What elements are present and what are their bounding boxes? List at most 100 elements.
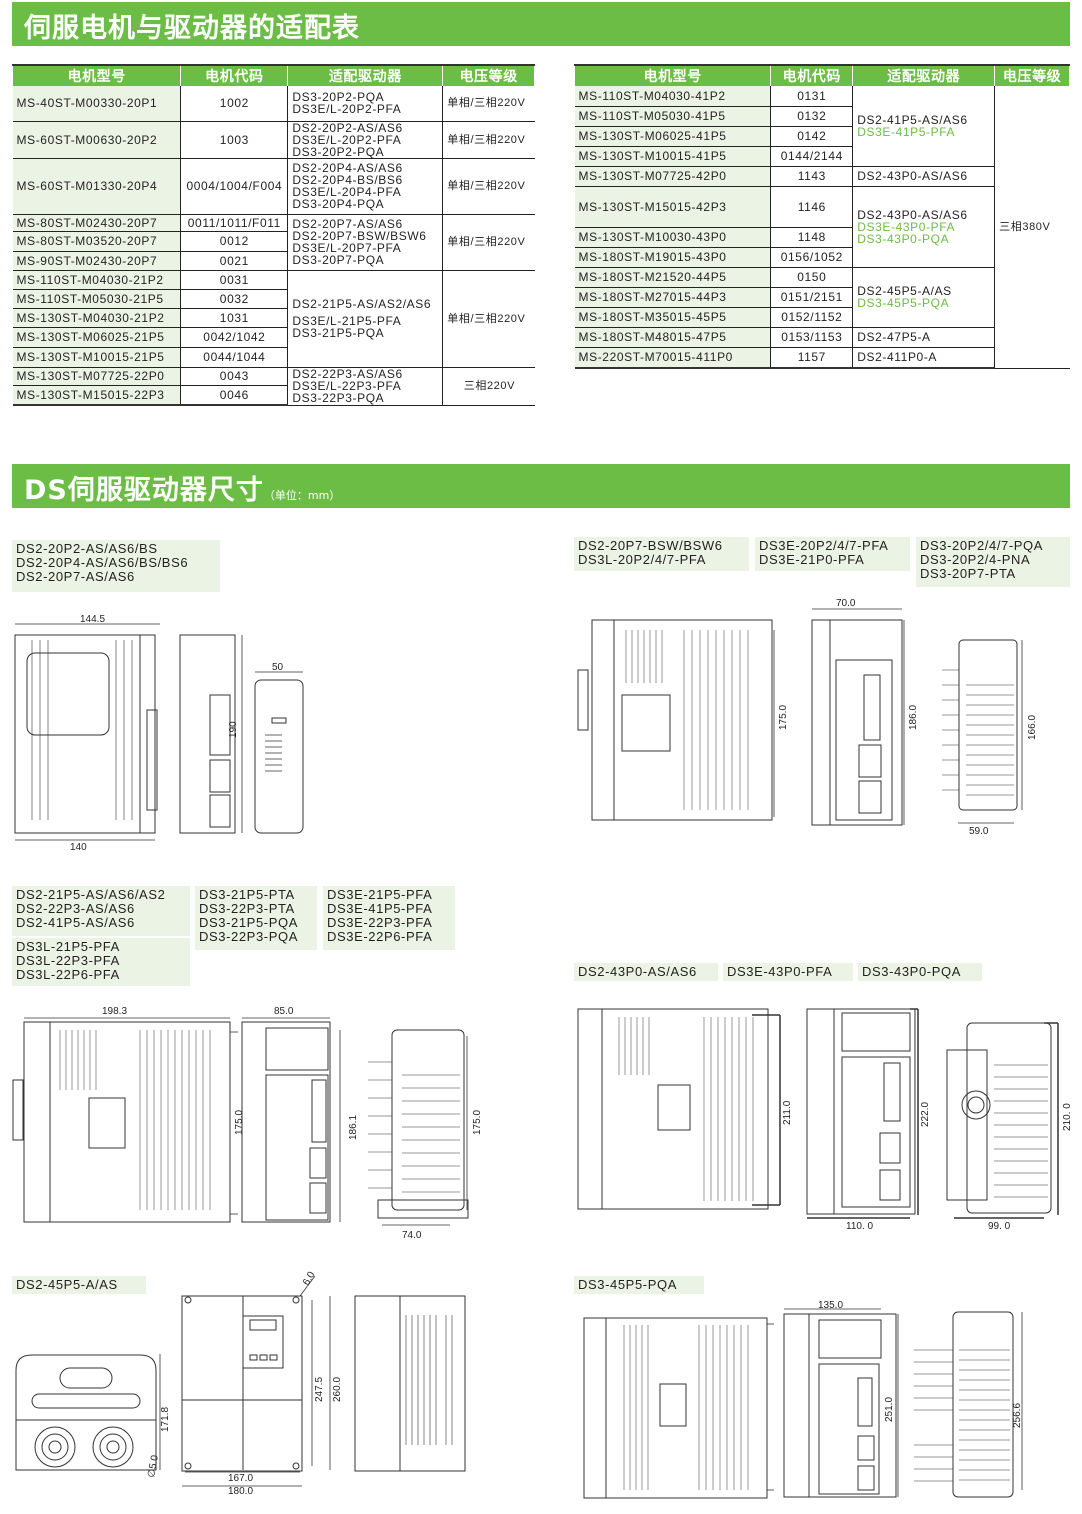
motor-model: MS-80ST-M02430-20P7 <box>12 214 182 232</box>
dim-front-width: 135.0 <box>818 1300 843 1311</box>
table-row: MS-130ST-M15015-22P3 0046 <box>12 385 535 406</box>
dim-front-width: 70.0 <box>836 598 856 609</box>
header-motor-code: 电机代码 <box>180 65 289 86</box>
model-label-group4c: DS3-43P0-PQA <box>858 963 982 981</box>
motor-model: MS-90ST-M02430-20P7 <box>12 251 182 271</box>
motor-code: 0012 <box>180 231 289 252</box>
motor-model: MS-130ST-M04030-21P2 <box>12 308 182 328</box>
dim-front-width: 110. 0 <box>846 1221 873 1232</box>
motor-model: MS-130ST-M10030-43P0 <box>574 227 772 248</box>
table-row: MS-80ST-M02430-20P7 0011/1011/F011 DS2-2… <box>12 214 535 271</box>
dim-rear-width: 99. 0 <box>988 1221 1011 1232</box>
motor-model: MS-110ST-M04030-21P2 <box>12 270 182 290</box>
table-row: MS-220ST-M70015-411P0 1157 DS2-411P0-A <box>574 347 1070 369</box>
dim-side-width: 198.3 <box>102 1006 127 1017</box>
dim-rear-height: 175.0 <box>472 1110 483 1135</box>
motor-model: MS-180ST-M35015-45P5 <box>574 307 772 328</box>
dim-hole: ∅5.0 <box>146 1454 161 1479</box>
model-label-group4b: DS3E-43P0-PFA <box>723 963 853 981</box>
table-row: MS-180ST-M27015-44P3 0151/2151 <box>574 287 1070 308</box>
motor-code: 0031 <box>180 270 289 290</box>
section-title-dimensions: DS伺服驱动器尺寸（单位：mm） <box>12 464 1070 508</box>
voltage: 三相380V <box>994 86 1070 369</box>
voltage: 单相/三相220V <box>442 86 535 122</box>
table-row: MS-130ST-M10015-21P5 0044/1044 <box>12 347 535 368</box>
section-title-compat: 伺服电机与驱动器的适配表 <box>12 2 1070 46</box>
motor-code: 0150 <box>770 267 854 288</box>
dim-side-height: 211.0 <box>782 1100 793 1125</box>
table-row: MS-130ST-M06025-21P5 0042/1042 <box>12 327 535 348</box>
motor-code: 1146 <box>770 186 854 228</box>
dim-top-width: 144.5 <box>80 614 105 625</box>
motor-code: 0046 <box>180 385 289 406</box>
table-row: MS-80ST-M03520-20P7 0012 <box>12 231 535 252</box>
motor-model: MS-180ST-M27015-44P3 <box>574 287 772 308</box>
motor-code: 0131 <box>770 86 854 107</box>
dim-front-height: 186.1 <box>348 1115 359 1140</box>
dimension-drawing-group4: 211.0 222.0 110. 0 210. 0 99. 0 <box>577 1008 1073 1232</box>
motor-code: 0132 <box>770 106 854 127</box>
motor-model: MS-130ST-M15015-42P3 <box>574 186 772 228</box>
motor-model: MS-60ST-M00630-20P2 <box>12 121 182 159</box>
model-label-group5: DS2-45P5-A/AS <box>12 1276 146 1294</box>
motor-model: MS-130ST-M15015-22P3 <box>12 385 182 406</box>
motor-code: 0142 <box>770 126 854 147</box>
motor-code: 1003 <box>180 121 289 159</box>
motor-code: 1143 <box>770 166 854 187</box>
motor-code: 1157 <box>770 347 854 369</box>
dim-front-height: 251.0 <box>884 1397 895 1422</box>
motor-model: MS-40ST-M00330-20P1 <box>12 86 182 122</box>
dim-corner: 6.0 <box>301 1270 318 1288</box>
motor-code: 0004/1004/F004 <box>180 158 289 215</box>
motor-code: 0043 <box>180 367 289 386</box>
dim-rear-height: 166.0 <box>1027 715 1038 740</box>
table-row: MS-130ST-M15015-42P3 1146 DS2-43P0-AS/AS… <box>574 186 1070 268</box>
table-row: MS-130ST-M10015-41P5 0144/2144 <box>574 146 1070 167</box>
header-driver: 适配驱动器 <box>287 65 444 86</box>
table-row: MS-130ST-M04030-21P2 1031 <box>12 308 535 328</box>
table-row: MS-180ST-M35015-45P5 0152/1152 <box>574 307 1070 328</box>
motor-model: MS-110ST-M05030-41P5 <box>574 106 772 127</box>
voltage: 单相/三相220V <box>442 214 535 271</box>
table-row: MS-130ST-M06025-41P5 0142 <box>574 126 1070 147</box>
dim-front-height: 222.0 <box>920 1102 931 1127</box>
compat-table-380v: 电机型号 电机代码 适配驱动器 电压等级 MS-110ST-M04030-41P… <box>573 64 1070 369</box>
table-row: MS-110ST-M05030-21P5 0032 <box>12 289 535 309</box>
voltage: 单相/三相220V <box>442 158 535 215</box>
motor-model: MS-130ST-M10015-41P5 <box>574 146 772 167</box>
header-motor-model: 电机型号 <box>11 65 182 86</box>
motor-model: MS-130ST-M07725-22P0 <box>12 367 182 386</box>
dim-rear-height: 210. 0 <box>1062 1103 1073 1131</box>
motor-code: 0011/1011/F011 <box>180 214 289 232</box>
table-row: MS-60ST-M00630-20P2 1003 DS2-20P2-AS/AS6… <box>12 121 535 159</box>
dim-outer-width: 180.0 <box>228 1486 253 1497</box>
motor-model: MS-130ST-M07725-42P0 <box>574 166 772 187</box>
motor-model: MS-130ST-M06025-41P5 <box>574 126 772 147</box>
dimension-drawing-group5: 171.8 ∅5.0 6.0 247.5 260.0 167.0 180.0 <box>15 1270 466 1497</box>
dimension-drawing-group3: 198.3 175.0 85.0 186.1 175.0 74.0 <box>12 1006 483 1241</box>
dim-depth: 50 <box>272 662 284 673</box>
driver-list: DS2-43P0-AS/AS6 <box>852 166 996 187</box>
dim-rear-width: 59.0 <box>969 826 989 837</box>
motor-code: 0044/1044 <box>180 347 289 368</box>
motor-code: 0021 <box>180 251 289 271</box>
dim-height: 190 <box>228 721 239 738</box>
header-voltage: 电压等级 <box>994 65 1070 86</box>
driver-list: DS2-47P5-A <box>852 327 996 348</box>
table-row: MS-110ST-M04030-21P2 0031 DS2-21P5-AS/AS… <box>12 270 535 368</box>
table-row: MS-90ST-M02430-20P7 0021 <box>12 251 535 271</box>
motor-model: MS-130ST-M06025-21P5 <box>12 327 182 348</box>
voltage: 三相220V <box>442 367 535 406</box>
header-motor-model: 电机型号 <box>573 65 772 86</box>
dim-bottom-height: 171.8 <box>160 1407 171 1432</box>
